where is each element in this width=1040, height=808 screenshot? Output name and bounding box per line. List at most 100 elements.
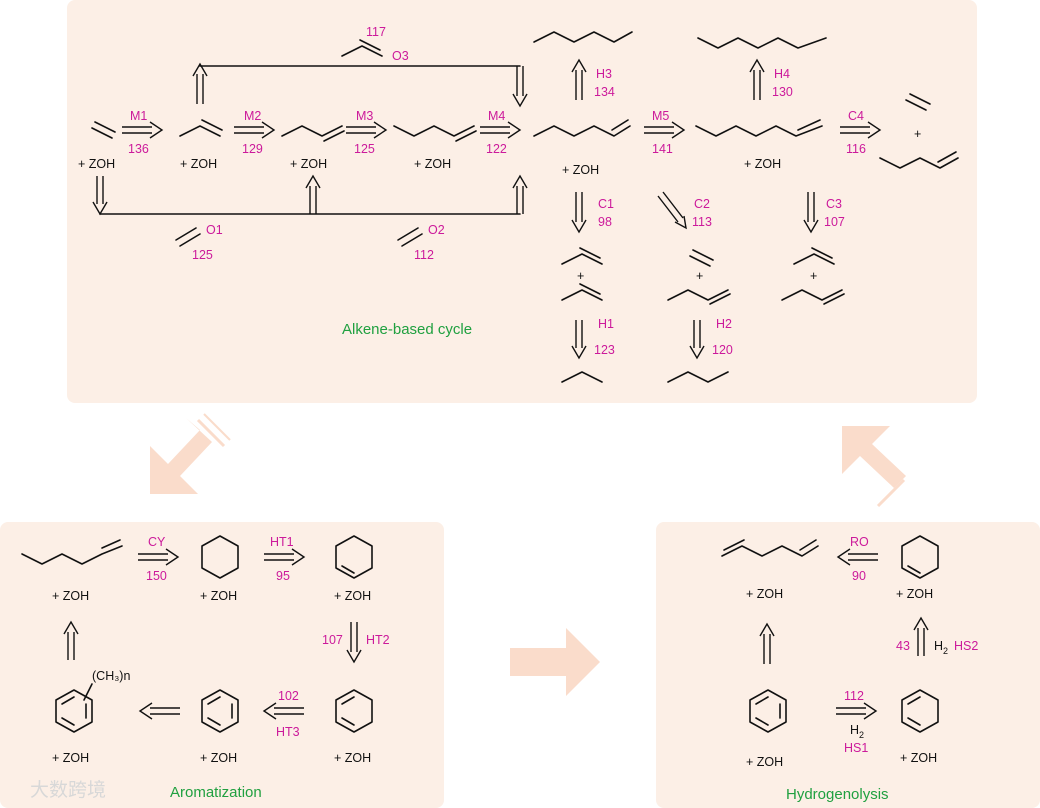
step-m2-label: M2	[244, 109, 261, 123]
step-cy-label: CY	[148, 535, 166, 549]
zoh-label: + ZOH	[52, 751, 89, 765]
heptene-zoh	[695, 119, 823, 137]
step-c3-label: C3	[826, 197, 842, 211]
arrow-arom-left	[138, 702, 180, 720]
h2-reagent: H2	[934, 639, 948, 656]
step-o2-value: 112	[414, 248, 434, 262]
zoh-label: + ZOH	[744, 157, 781, 171]
step-ht3-value: 102	[278, 689, 299, 703]
zoh-label: + ZOH	[180, 157, 217, 171]
step-h2-label: H2	[716, 317, 732, 331]
arrow-m1	[122, 121, 164, 139]
plus-sign: +	[577, 269, 584, 283]
hexane-top	[533, 31, 633, 43]
step-h3-value: 134	[594, 85, 615, 99]
arrow-h4	[749, 58, 765, 100]
arrow-c4	[840, 121, 882, 139]
cyclohexene	[335, 535, 373, 579]
arrow-h3	[571, 58, 587, 100]
butene-zoh	[281, 125, 345, 142]
step-o2-label: O2	[428, 223, 445, 237]
step-ht2-label: HT2	[366, 633, 390, 647]
arrow-m3	[346, 121, 388, 139]
arrow-ht3	[262, 702, 304, 720]
arrow-arom-up	[63, 620, 79, 660]
zoh-label: + ZOH	[746, 755, 783, 769]
big-arrow-right	[510, 628, 600, 696]
cyclohexane	[201, 535, 239, 579]
cyclohexene-hyd	[901, 535, 939, 579]
ethene-o3	[341, 39, 383, 57]
step-hs1-value: 112	[844, 689, 864, 703]
step-h2-value: 120	[712, 343, 733, 357]
arrow-h1	[571, 320, 587, 360]
step-cy-value: 150	[146, 569, 167, 583]
arrow-o3-loop	[192, 62, 528, 108]
arrow-h2	[689, 320, 705, 360]
arrow-c3	[803, 192, 819, 234]
step-m3-label: M3	[356, 109, 373, 123]
step-m5-label: M5	[652, 109, 669, 123]
c1-products	[561, 247, 603, 301]
step-c4-label: C4	[848, 109, 864, 123]
ethene-o2	[397, 227, 423, 247]
arrow-hs2	[913, 616, 929, 656]
arrow-ro	[836, 548, 878, 566]
step-o3-label: O3	[392, 49, 409, 63]
step-hs1-label: HS1	[844, 741, 868, 755]
arrow-o1-o2-loop	[92, 174, 528, 216]
hexene-arom	[21, 539, 123, 565]
step-hs2-value: 43	[896, 639, 910, 653]
step-ro-value: 90	[852, 569, 866, 583]
step-h4-value: 130	[772, 85, 793, 99]
cyclohexadiene-arom	[335, 689, 373, 733]
heptane-top	[697, 37, 827, 49]
section-title-hydrogenolysis: Hydrogenolysis	[786, 786, 889, 803]
step-ht1-label: HT1	[270, 535, 294, 549]
step-m2-value: 129	[242, 142, 263, 156]
step-m5-value: 141	[652, 142, 673, 156]
step-h4-label: H4	[774, 67, 790, 81]
section-title-alkene-cycle: Alkene-based cycle	[342, 321, 472, 338]
h2-reagent: H2	[850, 723, 864, 740]
hydrogenolysis-panel	[656, 522, 1040, 808]
zoh-label: + ZOH	[290, 157, 327, 171]
step-c4-value: 116	[846, 142, 866, 156]
cyclohexadiene-hyd	[901, 689, 939, 733]
step-c2-label: C2	[694, 197, 710, 211]
zoh-label: + ZOH	[52, 589, 89, 603]
hexene-zoh	[533, 119, 631, 137]
zoh-label: + ZOH	[334, 751, 371, 765]
c3-products	[781, 247, 845, 305]
methylbenzene	[55, 683, 93, 733]
pentene-zoh	[393, 125, 477, 142]
step-hs2-label: HS2	[954, 639, 978, 653]
ethene-o1	[175, 227, 201, 247]
step-m4-label: M4	[488, 109, 505, 123]
step-c3-value: 107	[824, 215, 845, 229]
ethene-zoh	[91, 121, 116, 139]
step-c1-value: 98	[598, 215, 612, 229]
zoh-label: + ZOH	[900, 751, 937, 765]
step-o3-value: 117	[366, 25, 386, 39]
step-ht2-value: 107	[322, 633, 343, 647]
propane	[561, 371, 603, 383]
zoh-label: + ZOH	[334, 589, 371, 603]
arrow-cy	[138, 548, 180, 566]
step-c1-label: C1	[598, 197, 614, 211]
zoh-label: + ZOH	[414, 157, 451, 171]
big-arrow-up-right	[842, 426, 906, 508]
step-m3-value: 125	[354, 142, 375, 156]
zoh-label: + ZOH	[562, 163, 599, 177]
benzene-arom	[201, 689, 239, 733]
arrow-ht1	[264, 548, 306, 566]
step-m1-label: M1	[130, 109, 147, 123]
butane	[667, 371, 729, 383]
arrow-m4	[480, 121, 522, 139]
step-h1-label: H1	[598, 317, 614, 331]
step-ht3-label: HT3	[276, 725, 300, 739]
alkene-cycle-panel	[67, 0, 977, 403]
zoh-label: + ZOH	[78, 157, 115, 171]
arrow-ht2	[346, 622, 362, 664]
step-c2-value: 113	[692, 215, 712, 229]
